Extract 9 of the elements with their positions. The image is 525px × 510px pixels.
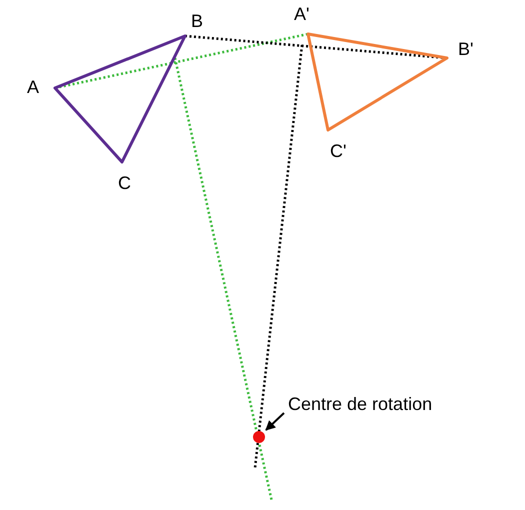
leader-arrow xyxy=(265,412,285,431)
vertex-label: B xyxy=(191,12,204,30)
vertex-label: B' xyxy=(458,40,474,58)
centre-point xyxy=(253,431,265,443)
point-label: Centre de rotation xyxy=(288,395,432,413)
vertex-label: A' xyxy=(294,5,310,23)
vertex-label: C' xyxy=(330,142,346,160)
vertex-label: C xyxy=(118,174,131,192)
vertex-label: A xyxy=(27,78,40,96)
